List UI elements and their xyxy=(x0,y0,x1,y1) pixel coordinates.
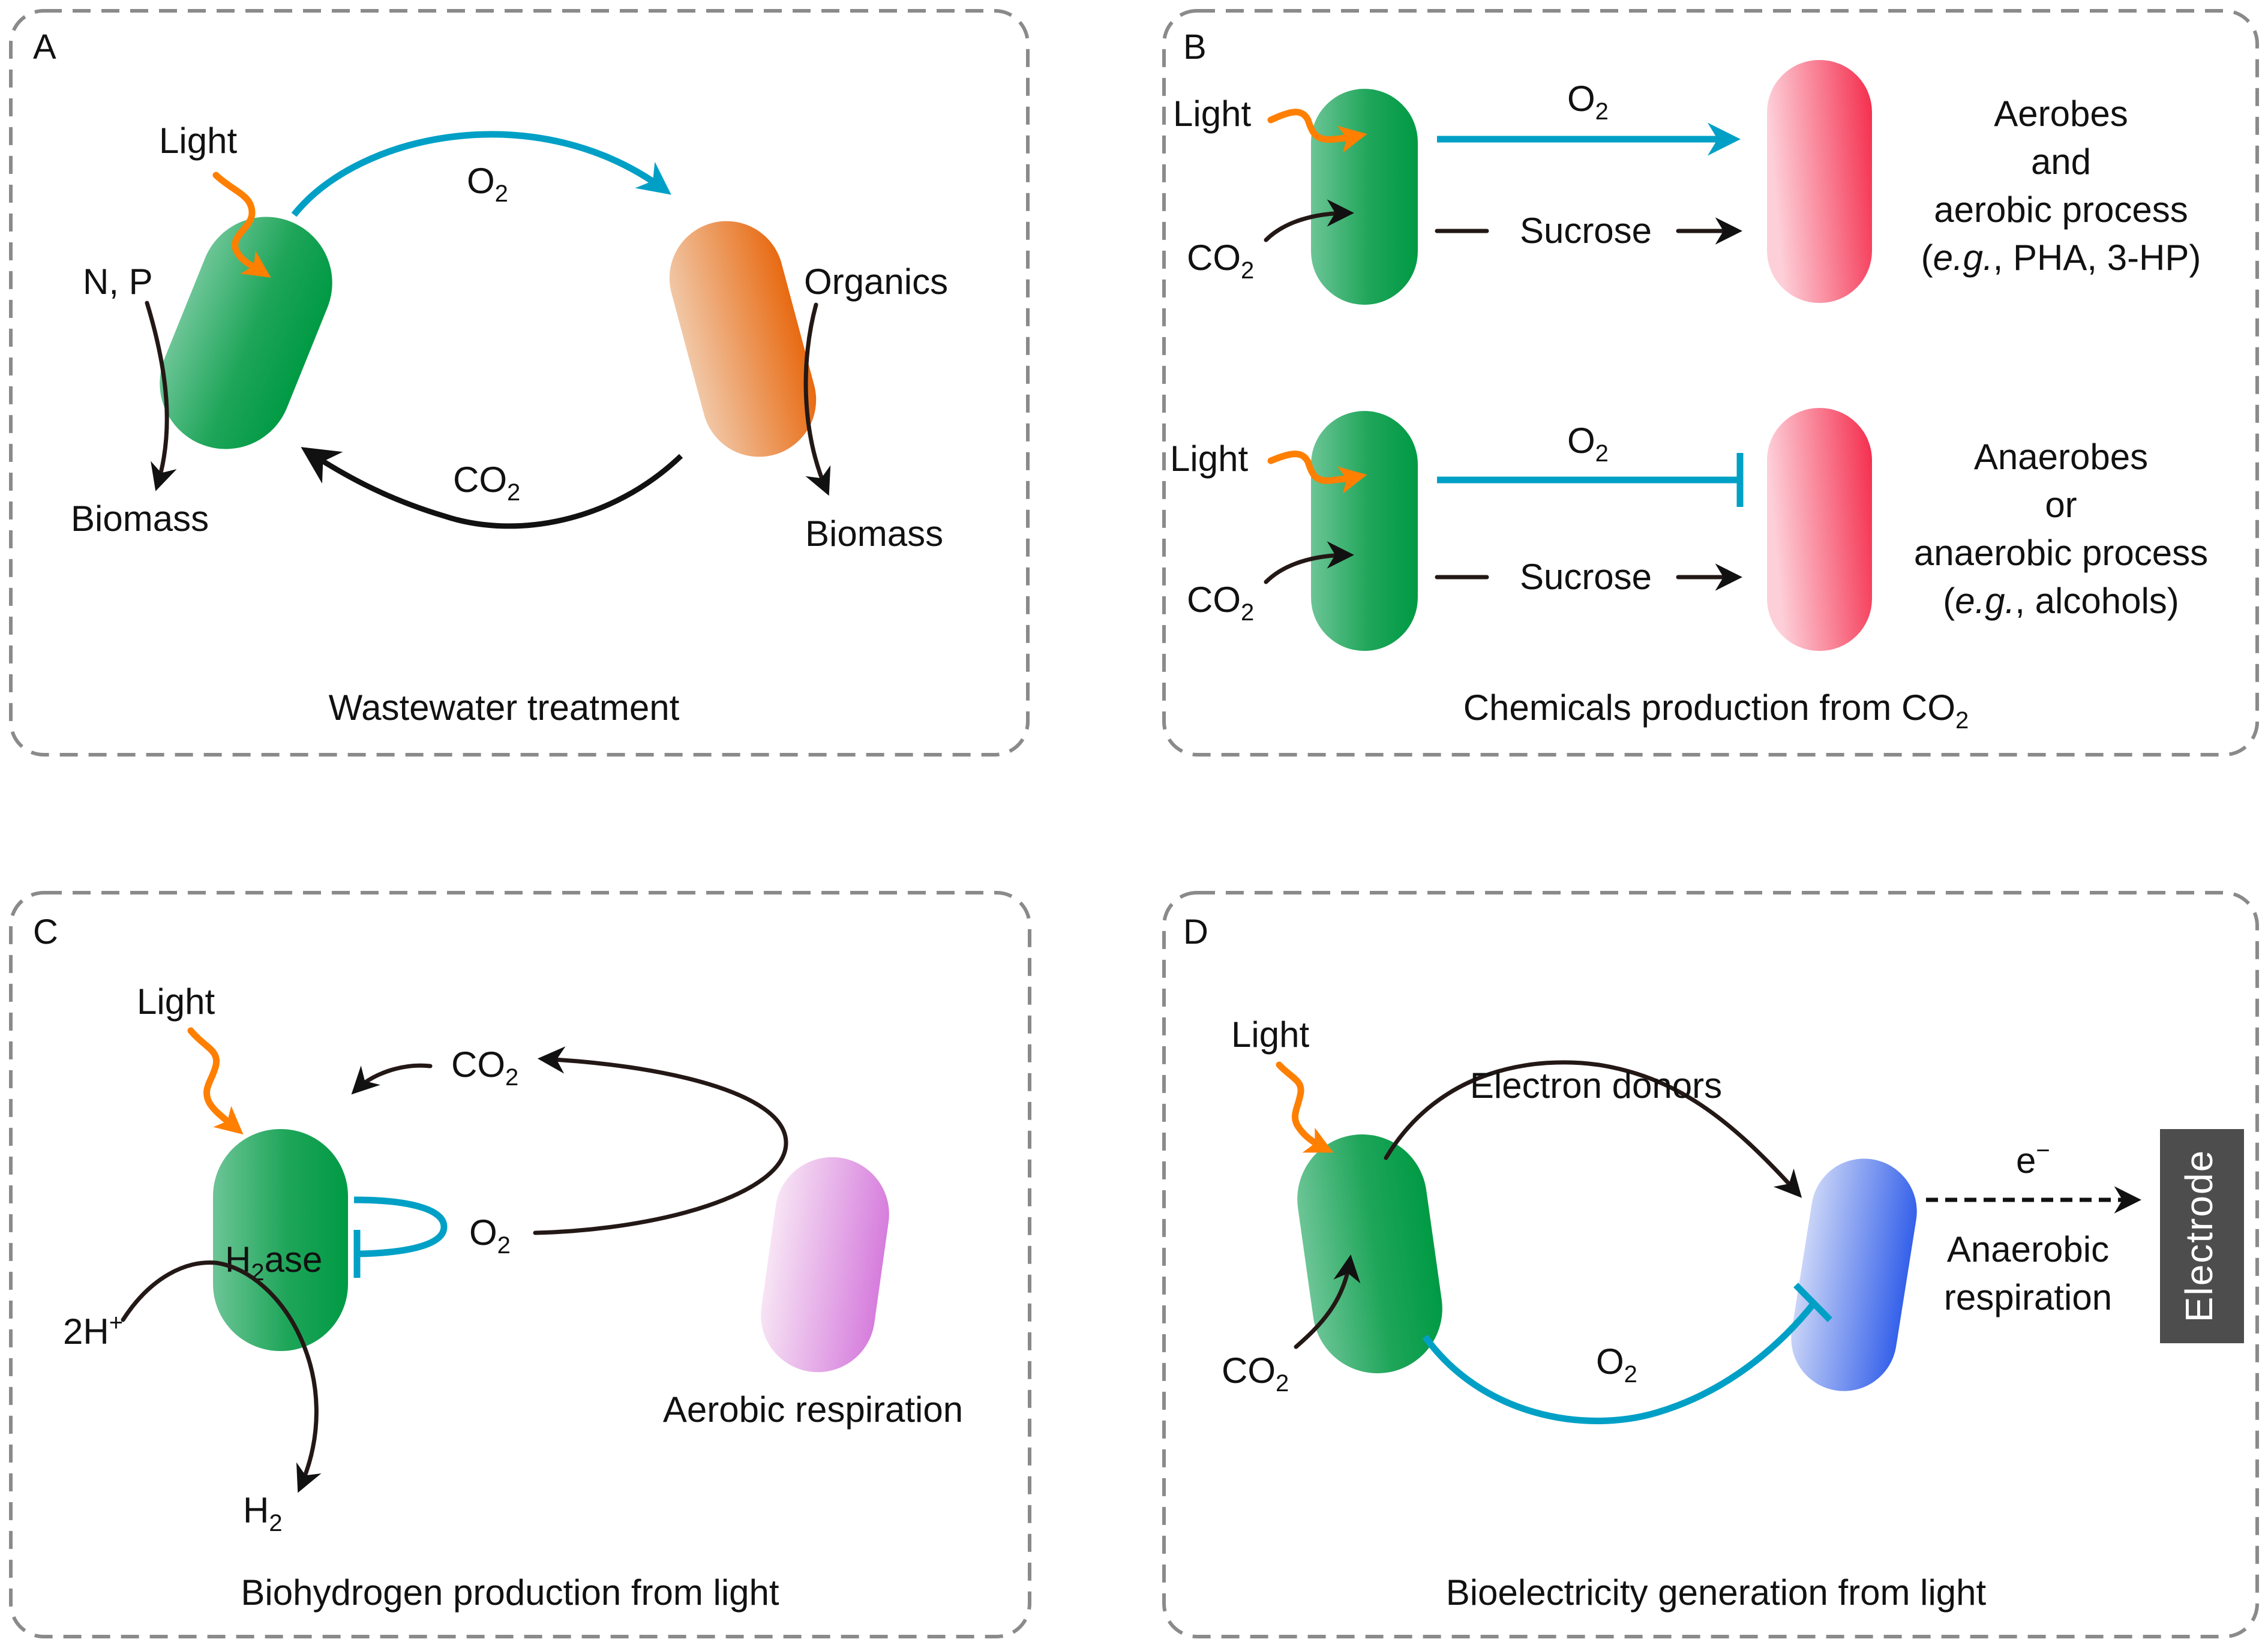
co2-label-top: CO2 xyxy=(1187,238,1254,284)
co2-label: CO2 xyxy=(1222,1350,1289,1397)
panel-c-letter: C xyxy=(33,912,58,951)
aerobe-description: Aerobes and aerobic process (e.g., PHA, … xyxy=(1921,94,2201,278)
cyanobacterium-cell-top xyxy=(1311,89,1418,305)
panel-a: A Light N, P Biomass O2 Organics Biomass… xyxy=(9,9,1030,757)
electrode-label: Electrode xyxy=(2177,1149,2221,1322)
biomass-left-label: Biomass xyxy=(71,499,209,539)
anaerobe-cell xyxy=(1767,408,1872,651)
cyanobacterium-cell-bottom xyxy=(1311,411,1418,651)
respiration-label: respiration xyxy=(1944,1277,2112,1317)
light-label: Light xyxy=(137,981,215,1022)
light-label-bottom: Light xyxy=(1170,439,1248,479)
anaerobic-label: Anaerobic xyxy=(1947,1229,2109,1269)
inhibition-bar-icon xyxy=(1793,1283,1832,1322)
panel-d-letter: D xyxy=(1183,912,1208,951)
nutrient-uptake-arrow-icon xyxy=(145,301,177,491)
svg-text:or: or xyxy=(2045,485,2077,525)
hydrogen-production-arrow-icon xyxy=(121,1260,322,1493)
panel-b: B Light CO2 O2 Sucrose Aerobes and aerob… xyxy=(1162,9,2259,757)
exoelectrogen-cell xyxy=(1791,1158,1917,1391)
protons-label: 2H+ xyxy=(63,1310,123,1352)
light-arrow-icon xyxy=(212,172,271,278)
light-label: Light xyxy=(159,121,237,161)
co2-label-bottom: CO2 xyxy=(1187,580,1254,626)
hydrogenase-label: H2ase xyxy=(225,1239,322,1286)
panel-c: C Light CO2 O2 H2ase 2H+ H2 Aerobic resp… xyxy=(9,891,1031,1638)
co2-label: CO2 xyxy=(453,460,520,506)
panel-a-caption: Wastewater treatment xyxy=(329,688,680,728)
panel-b-caption: Chemicals production from CO2 xyxy=(1463,688,1969,734)
cyanobacterium-cell xyxy=(213,1129,348,1351)
oxygen-arc-arrow-icon xyxy=(291,131,671,217)
oxygen-inhibition-loop xyxy=(353,1196,448,1257)
sucrose-label-top: Sucrose xyxy=(1520,211,1652,251)
oxygen-label: O2 xyxy=(1596,1341,1637,1388)
biomass-right-label: Biomass xyxy=(805,514,943,554)
svg-text:and: and xyxy=(2031,142,2091,182)
co2-label: CO2 xyxy=(451,1044,518,1091)
panel-b-frame xyxy=(1162,9,2259,757)
light-arrow-icon-top xyxy=(1267,109,1367,153)
panel-c-caption: Biohydrogen production from light xyxy=(241,1572,779,1613)
light-arrow-icon xyxy=(1276,1061,1334,1153)
nutrients-label: N, P xyxy=(83,262,153,302)
anaerobe-description: Anaerobes or anaerobic process (e.g., al… xyxy=(1914,437,2208,621)
panel-d-caption: Bioelectricity generation from light xyxy=(1446,1572,1987,1613)
panel-a-frame xyxy=(9,9,1030,757)
aerobe-examples: (e.g., PHA, 3-HP) xyxy=(1921,238,2201,278)
heterotroph-cell xyxy=(669,221,817,457)
electron-label: e− xyxy=(2016,1137,2050,1181)
hydrogen-label: H2 xyxy=(243,1490,283,1536)
light-arrow-icon xyxy=(187,1027,244,1134)
aerobic-respiration-label: Aerobic respiration xyxy=(663,1389,963,1430)
co2-uptake-arrow-icon-top xyxy=(1264,199,1355,242)
svg-text:aerobic process: aerobic process xyxy=(1934,190,2188,230)
oxygen-inhibition-arc xyxy=(1422,1299,1818,1424)
light-arrow-icon-bottom xyxy=(1267,451,1367,494)
panel-d-frame xyxy=(1162,891,2259,1638)
cyanobacterium-cell xyxy=(160,217,332,449)
oxygen-label-bottom: O2 xyxy=(1567,421,1609,467)
cyanobacterium-cell xyxy=(1297,1134,1442,1374)
aerobic-heterotroph-cell xyxy=(761,1157,889,1373)
oxygen-label: O2 xyxy=(467,161,508,207)
oxygen-label: O2 xyxy=(469,1212,511,1259)
svg-text:anaerobic process: anaerobic process xyxy=(1914,533,2208,573)
panel-d: D Light CO2 Electron donors O2 e− Anaero… xyxy=(1162,891,2259,1638)
organics-uptake-arrow-icon xyxy=(803,302,831,496)
electron-donors-label: Electron donors xyxy=(1470,1065,1722,1106)
co2-uptake-arrow-icon-bottom xyxy=(1264,541,1355,584)
respiration-loop-arrow-icon xyxy=(533,1046,788,1235)
light-label-top: Light xyxy=(1173,94,1251,134)
electron-donors-arrow-icon xyxy=(1384,1060,1802,1198)
panel-b-letter: B xyxy=(1183,28,1207,67)
sucrose-label-bottom: Sucrose xyxy=(1520,557,1652,597)
panel-c-frame xyxy=(9,891,1031,1638)
panel-a-letter: A xyxy=(33,28,56,67)
light-label: Light xyxy=(1231,1014,1309,1055)
co2-uptake-arrow-icon xyxy=(1294,1254,1361,1349)
organics-label: Organics xyxy=(804,262,948,302)
svg-text:Aerobes: Aerobes xyxy=(1994,94,2128,134)
aerobe-cell xyxy=(1767,60,1872,303)
electrode xyxy=(2160,1129,2244,1343)
oxygen-label-top: O2 xyxy=(1567,79,1609,125)
anaerobe-examples: (e.g., alcohols) xyxy=(1943,581,2179,621)
co2-arc-arrow-icon xyxy=(301,447,683,529)
svg-text:Anaerobes: Anaerobes xyxy=(1974,437,2148,477)
co2-return-arrow-icon xyxy=(351,1063,433,1095)
